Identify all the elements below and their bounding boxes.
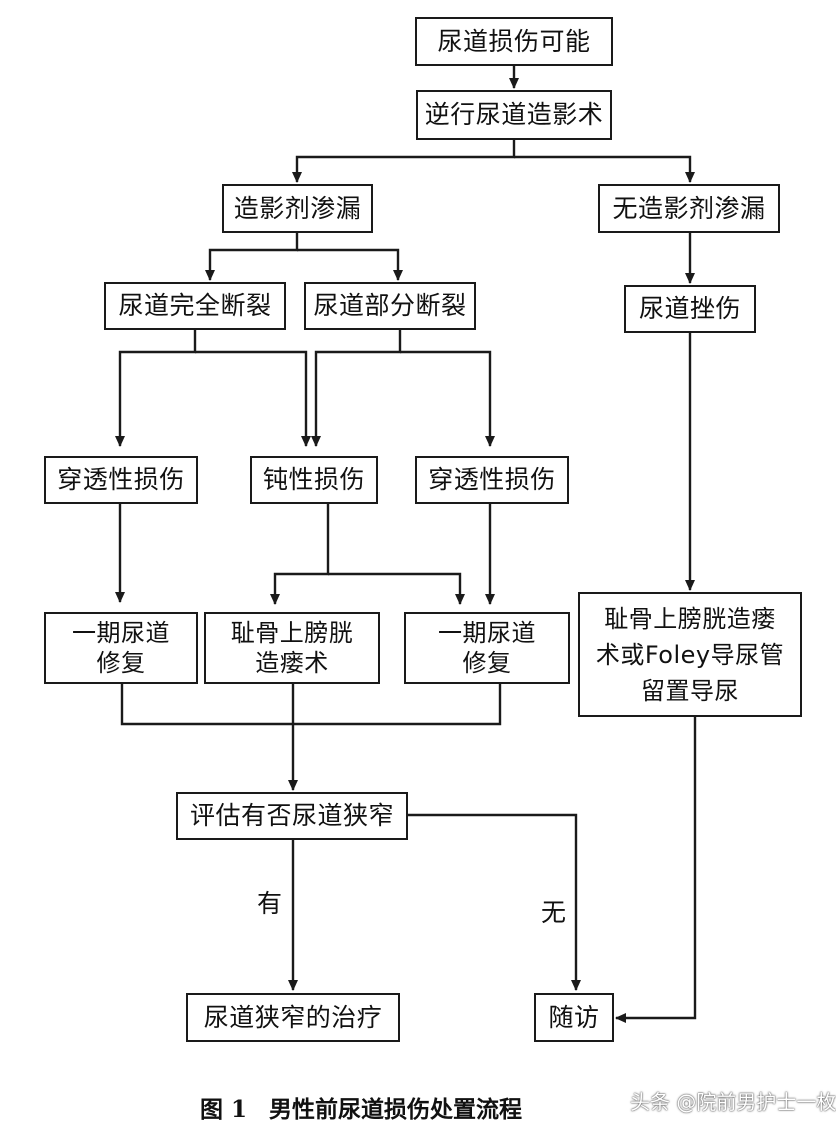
edge-partial-to-blunt [311, 330, 402, 447]
node-urethral-contusion: 尿道挫伤 [624, 285, 756, 333]
node-blunt-injury: 钝性损伤 [250, 456, 378, 504]
node-stricture-treatment: 尿道狭窄的治疗 [186, 993, 400, 1042]
edge-label-no: 无 [541, 898, 567, 927]
figure-number: 图 1 [200, 1096, 248, 1123]
edge-repairs-merge [120, 684, 502, 726]
node-primary-repair-right: 一期尿道 修复 [404, 612, 570, 684]
edge-urethrography-to-leak [292, 140, 516, 183]
node-no-contrast-leak: 无造影剂渗漏 [598, 184, 780, 233]
edge-complete-to-penetrating-left [115, 330, 197, 447]
figure-title: 男性前尿道损伤处置流程 [269, 1096, 523, 1123]
node-cystostomy-or-foley: 耻骨上膀胱造瘘 术或Foley导尿管 留置导尿 [578, 592, 802, 717]
edge-foley-to-follow-up [615, 717, 697, 1023]
node-contrast-leak: 造影剂渗漏 [222, 184, 373, 233]
node-primary-repair-left: 一期尿道 修复 [44, 612, 198, 684]
edge-leak-to-partial [297, 248, 403, 281]
edge-blunt-to-cystostomy [270, 504, 330, 605]
node-complete-rupture: 尿道完全断裂 [104, 282, 286, 330]
node-partial-rupture: 尿道部分断裂 [304, 282, 476, 330]
node-cystostomy: 耻骨上膀胱 造瘘术 [204, 612, 380, 684]
node-assess-stricture: 评估有否尿道狭窄 [176, 792, 408, 840]
node-penetrating-injury-left: 穿透性损伤 [44, 456, 198, 504]
edge-partial-to-penetrating-right [400, 350, 495, 447]
edge-leak-to-complete [205, 233, 299, 281]
source-watermark: 头条 @院前男护士一枚 [630, 1090, 836, 1114]
node-possible-urethral-injury: 尿道损伤可能 [415, 17, 613, 66]
edge-blunt-to-repair-right [328, 572, 465, 605]
node-follow-up: 随访 [534, 993, 614, 1042]
edge-label-yes: 有 [257, 889, 283, 918]
figure-caption: 图 1 男性前尿道损伤处置流程 [200, 1090, 522, 1124]
edge-complete-to-blunt [195, 350, 311, 447]
node-retrograde-urethrography: 逆行尿道造影术 [416, 90, 612, 140]
node-penetrating-injury-right: 穿透性损伤 [415, 456, 569, 504]
edge-assess-to-follow-up-no [408, 813, 581, 991]
edge-urethrography-to-no-leak [514, 155, 695, 183]
